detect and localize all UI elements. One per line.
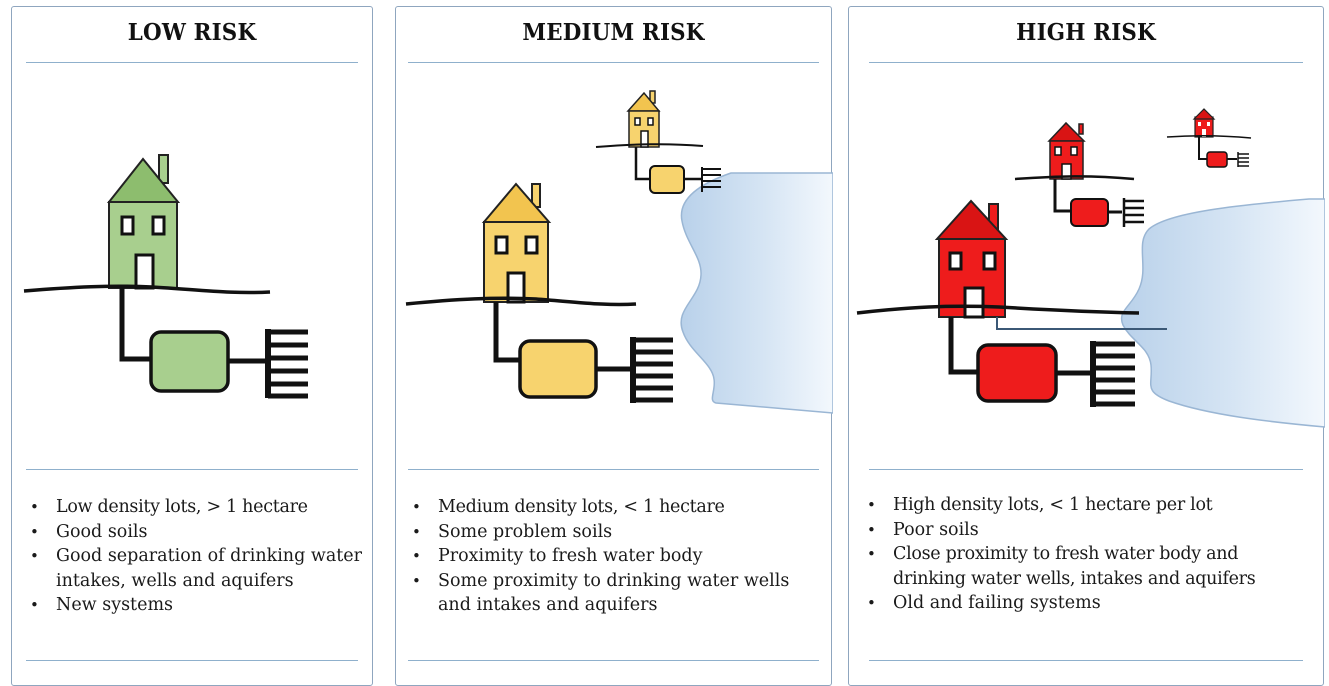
low-risk-illustration xyxy=(23,154,308,399)
bullets-divider xyxy=(26,469,358,470)
list-item: Medium density lots, < 1 hectare xyxy=(408,495,818,520)
drain-pipe xyxy=(119,288,152,362)
house-icon xyxy=(1047,121,1086,180)
drain-pipe xyxy=(948,317,979,375)
septic-tank xyxy=(518,339,598,399)
panel-low-risk: LOW RISK Low density lo xyxy=(11,6,373,686)
list-item: Proximity to fresh water body xyxy=(408,544,818,569)
list-item: New systems xyxy=(26,593,366,618)
title-divider xyxy=(408,62,819,63)
bullets-divider xyxy=(408,469,819,470)
house-icon xyxy=(106,154,181,290)
house-icon xyxy=(481,182,552,304)
criteria-list: Low density lots, > 1 hectare Good soils… xyxy=(26,495,366,618)
panel-title: HIGH RISK xyxy=(1016,19,1156,46)
ground-line xyxy=(856,304,1140,315)
ground-line xyxy=(405,296,637,307)
medium-risk-illustration xyxy=(405,90,833,414)
leach-field-icon xyxy=(265,329,308,399)
list-item: Good separation of drinking water intake… xyxy=(26,544,366,593)
septic-tank xyxy=(149,330,230,393)
panel-medium-risk: MEDIUM RISK xyxy=(395,6,833,686)
leach-field-icon xyxy=(630,337,673,403)
bottom-divider xyxy=(26,660,358,661)
list-item: Close proximity to fresh water body and … xyxy=(863,542,1298,591)
list-item: High density lots, < 1 hectare per lot xyxy=(863,493,1283,518)
criteria-list: High density lots, < 1 hectare per lot P… xyxy=(863,493,1283,616)
panel-high-risk: HIGH RISK xyxy=(848,6,1325,686)
list-item: Some problem soils xyxy=(408,520,818,545)
water-body xyxy=(680,172,833,414)
bullets-divider xyxy=(869,469,1303,470)
title-divider xyxy=(869,62,1303,63)
bottom-divider xyxy=(869,660,1303,661)
criteria-list: Medium density lots, < 1 hectare Some pr… xyxy=(408,495,818,618)
panel-title: MEDIUM RISK xyxy=(522,19,705,46)
list-item: Old and failing systems xyxy=(863,591,1283,616)
house-icon xyxy=(626,90,661,148)
bottom-divider xyxy=(408,660,819,661)
title-divider xyxy=(26,62,358,63)
house-icon xyxy=(934,199,1009,319)
list-item: Low density lots, > 1 hectare xyxy=(26,495,366,520)
panel-title: LOW RISK xyxy=(127,19,257,46)
ground-line xyxy=(23,284,271,295)
list-item: Good soils xyxy=(26,520,366,545)
water-body xyxy=(1120,198,1325,428)
list-item: Poor soils xyxy=(863,518,1283,543)
drain-pipe xyxy=(493,302,521,363)
house-icon xyxy=(1192,108,1216,138)
septic-tank xyxy=(976,343,1058,403)
leach-field-icon xyxy=(1090,341,1135,407)
high-risk-illustration xyxy=(856,108,1325,428)
list-item: Some proximity to drinking water wells a… xyxy=(408,569,798,618)
